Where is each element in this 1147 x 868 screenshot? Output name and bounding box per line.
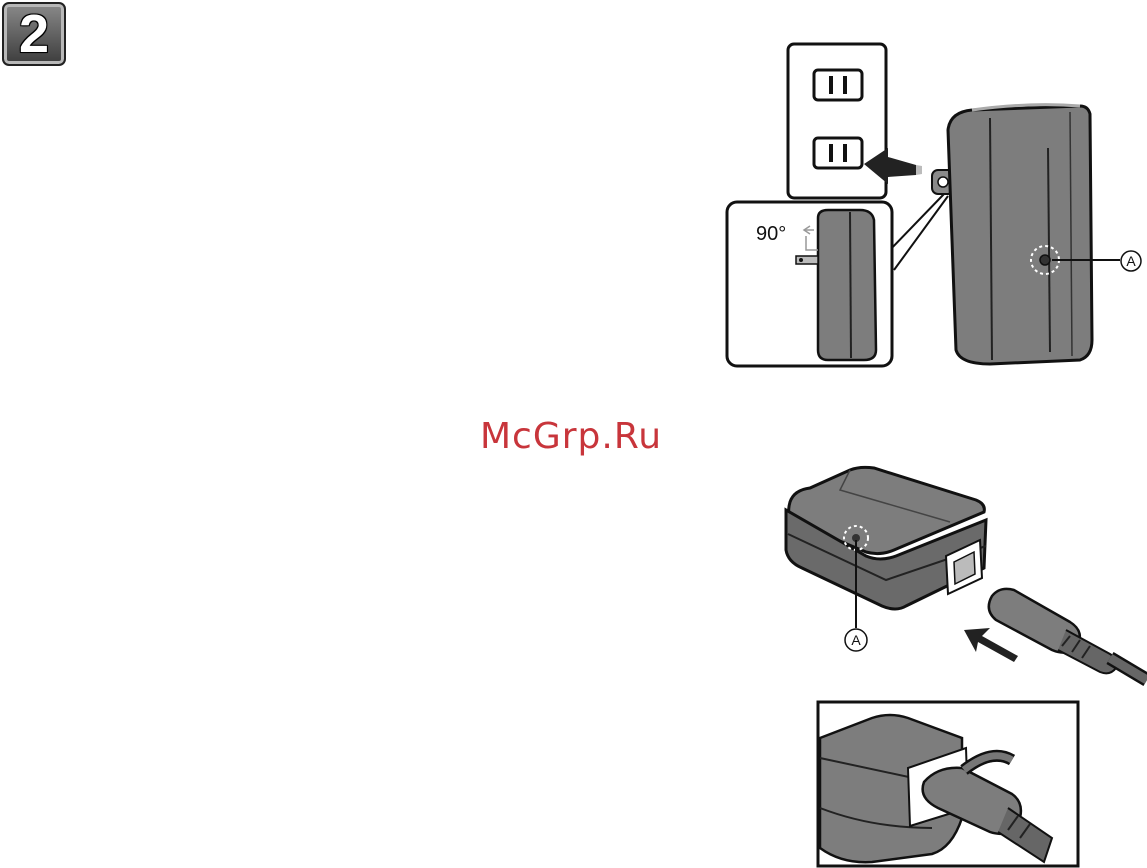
watermark: McGrp.Ru bbox=[480, 416, 662, 457]
power-plug-icon bbox=[989, 589, 1147, 680]
arrow-icon bbox=[964, 628, 1018, 662]
charger-icon bbox=[932, 105, 1092, 364]
wall-outlet-icon bbox=[788, 44, 886, 198]
callout-a-label: A bbox=[851, 632, 861, 648]
angle-label: 90° bbox=[756, 223, 786, 245]
step-number: 2 bbox=[4, 4, 64, 64]
step-badge: 2 bbox=[2, 2, 66, 66]
inset-rotated-prongs bbox=[727, 202, 892, 366]
charger-icon bbox=[786, 467, 986, 609]
figure-cord-closeup bbox=[812, 698, 1082, 868]
figure-charger-cord: A bbox=[770, 460, 1147, 690]
figure-wall-charger: A 90° bbox=[700, 40, 1147, 370]
callout-a-label: A bbox=[1126, 253, 1136, 269]
